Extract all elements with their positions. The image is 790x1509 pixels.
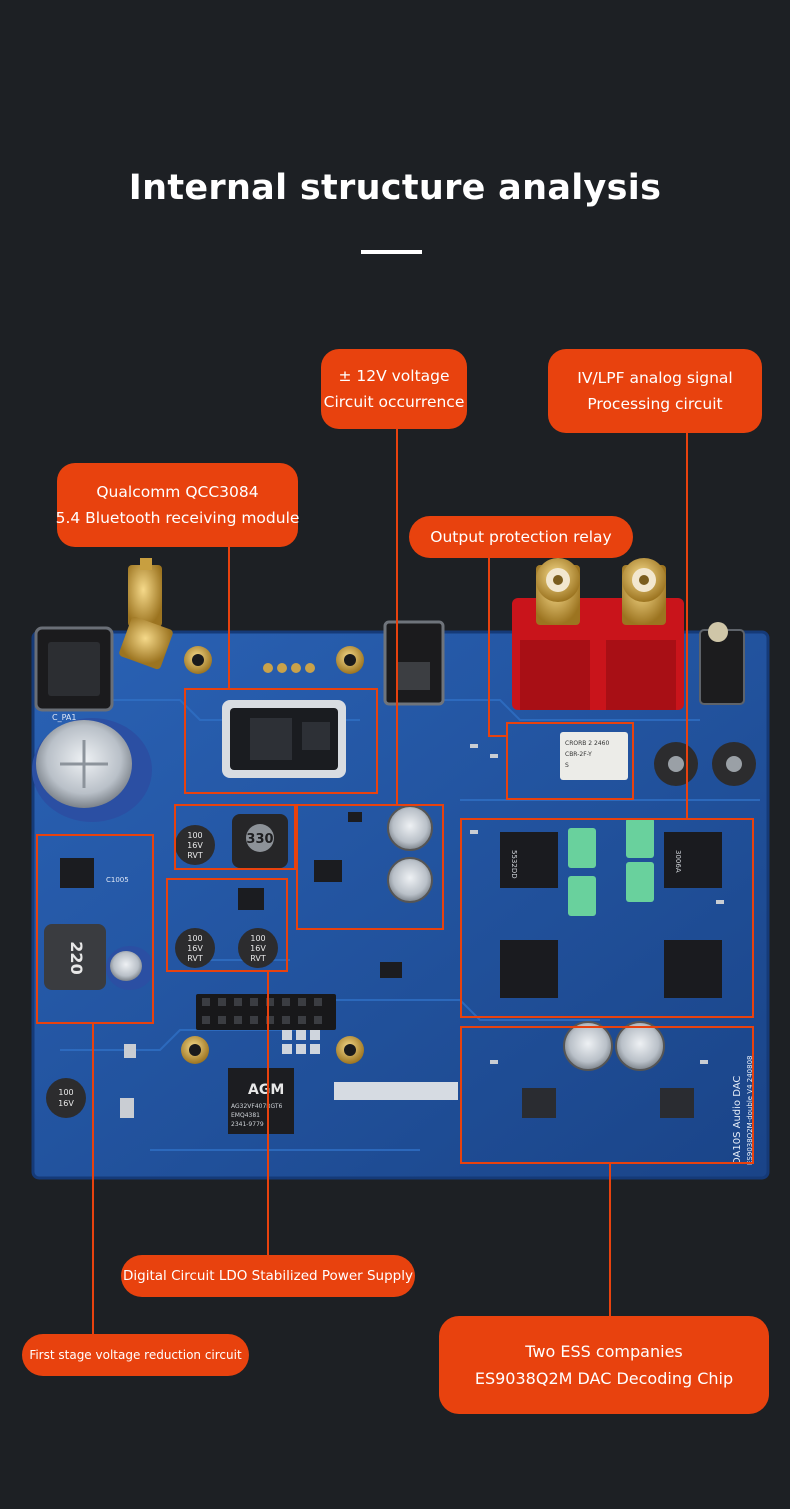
mcu-logo: AGM bbox=[248, 1082, 284, 1098]
svg-text:3006A: 3006A bbox=[674, 850, 682, 873]
leader-first-stage bbox=[92, 1024, 94, 1334]
leader-voltage bbox=[396, 428, 398, 804]
silk-product: DA10S Audio DAC bbox=[732, 1076, 743, 1165]
callout-ivlpf-circuit: IV/LPF analog signal Processing circuit bbox=[548, 349, 762, 433]
callout-voltage-circuit: ± 12V voltage Circuit occurrence bbox=[321, 349, 467, 429]
svg-text:CBR-2F-Y: CBR-2F-Y bbox=[565, 751, 592, 758]
callout-first-stage-line1: First stage voltage reduction circuit bbox=[29, 1347, 242, 1362]
svg-text:S: S bbox=[565, 762, 569, 769]
callout-voltage-line2: Circuit occurrence bbox=[323, 393, 465, 411]
svg-text:330: 330 bbox=[246, 832, 273, 847]
bluetooth-module bbox=[222, 700, 346, 778]
silk-cpa: C_PA1 bbox=[52, 713, 76, 722]
svg-text:16V: 16V bbox=[187, 944, 203, 953]
svg-text:100: 100 bbox=[187, 934, 202, 943]
blue-capacitor-left bbox=[32, 718, 152, 822]
highlight-ivlpf bbox=[460, 818, 754, 1018]
svg-text:16V: 16V bbox=[250, 944, 266, 953]
callout-ldo-power: Digital Circuit LDO Stabilized Power Sup… bbox=[121, 1255, 415, 1297]
rca-jacks bbox=[512, 558, 684, 710]
capacitor-100uf-a: 100 16V RVT bbox=[175, 825, 215, 865]
callout-ldo-line1: Digital Circuit LDO Stabilized Power Sup… bbox=[123, 1267, 413, 1284]
leader-relay-horizontal bbox=[488, 735, 506, 737]
opamp-1: 5532DD bbox=[500, 832, 558, 888]
inductor-330: 330 bbox=[232, 814, 288, 868]
leader-relay-vertical bbox=[488, 558, 490, 736]
svg-text:RVT: RVT bbox=[250, 954, 266, 963]
leader-ldo bbox=[267, 972, 269, 1256]
capacitor-100uf-d: 100 16V RVT bbox=[238, 928, 278, 968]
svg-text:RVT: RVT bbox=[187, 851, 203, 860]
callout-bluetooth-line1: Qualcomm QCC3084 bbox=[96, 482, 259, 501]
leader-bluetooth bbox=[228, 546, 230, 688]
mcu-chip: AGM AG32VF407RGT6 EMQ4381 2341-9779 bbox=[228, 1068, 294, 1134]
capacitor-100uf-c: 100 16V bbox=[46, 1078, 86, 1118]
callout-ivlpf-line1: IV/LPF analog signal bbox=[577, 368, 733, 387]
highlight-ldo bbox=[166, 878, 288, 972]
callout-dac-line2: ES9038Q2M DAC Decoding Chip bbox=[474, 1369, 734, 1388]
svg-text:2341-9779: 2341-9779 bbox=[231, 1121, 264, 1128]
page-title: Internal structure analysis bbox=[128, 168, 662, 208]
svg-text:CRORB 2 2460: CRORB 2 2460 bbox=[565, 740, 609, 747]
callout-relay-line1: Output protection relay bbox=[430, 527, 612, 546]
callout-output-relay: Output protection relay bbox=[409, 516, 633, 558]
svg-text:AG32VF407RGT6: AG32VF407RGT6 bbox=[231, 1103, 283, 1110]
svg-text:16V: 16V bbox=[187, 841, 203, 850]
highlight-first-stage bbox=[36, 834, 154, 1024]
capacitor-100uf-b: 100 16V RVT bbox=[175, 928, 215, 968]
title-divider bbox=[361, 250, 422, 254]
callout-dac-chip: Two ESS companies ES9038Q2M DAC Decoding… bbox=[439, 1316, 769, 1414]
callout-dac-line1: Two ESS companies bbox=[525, 1341, 683, 1361]
highlight-voltage-left bbox=[174, 804, 296, 870]
svg-text:RVT: RVT bbox=[187, 954, 203, 963]
leader-dac bbox=[609, 1164, 611, 1316]
callout-ivlpf-line2: Processing circuit bbox=[587, 395, 723, 413]
silk-version: ES9038Q2M-double V4 240808 bbox=[746, 1056, 754, 1165]
svg-text:EMQ4381: EMQ4381 bbox=[231, 1112, 260, 1119]
highlight-relay bbox=[506, 722, 634, 800]
svg-text:16V: 16V bbox=[58, 1099, 74, 1108]
svg-text:100: 100 bbox=[58, 1088, 73, 1097]
leader-ivlpf bbox=[686, 432, 688, 818]
callout-bluetooth-line2: 5.4 Bluetooth receiving module bbox=[55, 509, 300, 527]
callout-first-stage: First stage voltage reduction circuit bbox=[22, 1334, 249, 1376]
svg-text:5532DD: 5532DD bbox=[510, 850, 518, 879]
silk-c1005: C1005 bbox=[106, 876, 129, 884]
svg-text:100: 100 bbox=[187, 831, 202, 840]
svg-text:100: 100 bbox=[250, 934, 265, 943]
callout-voltage-line1: ± 12V voltage bbox=[338, 366, 450, 385]
relay: CRORB 2 2460 CBR-2F-Y S bbox=[560, 732, 628, 780]
highlight-bluetooth bbox=[184, 688, 378, 794]
inductor-220: 220 bbox=[44, 924, 106, 990]
highlight-voltage bbox=[296, 804, 444, 930]
highlight-dac bbox=[460, 1026, 754, 1164]
svg-text:220: 220 bbox=[67, 941, 86, 974]
opamp-2: 3006A bbox=[664, 832, 722, 888]
callout-bluetooth-module: Qualcomm QCC3084 5.4 Bluetooth receiving… bbox=[55, 463, 300, 547]
